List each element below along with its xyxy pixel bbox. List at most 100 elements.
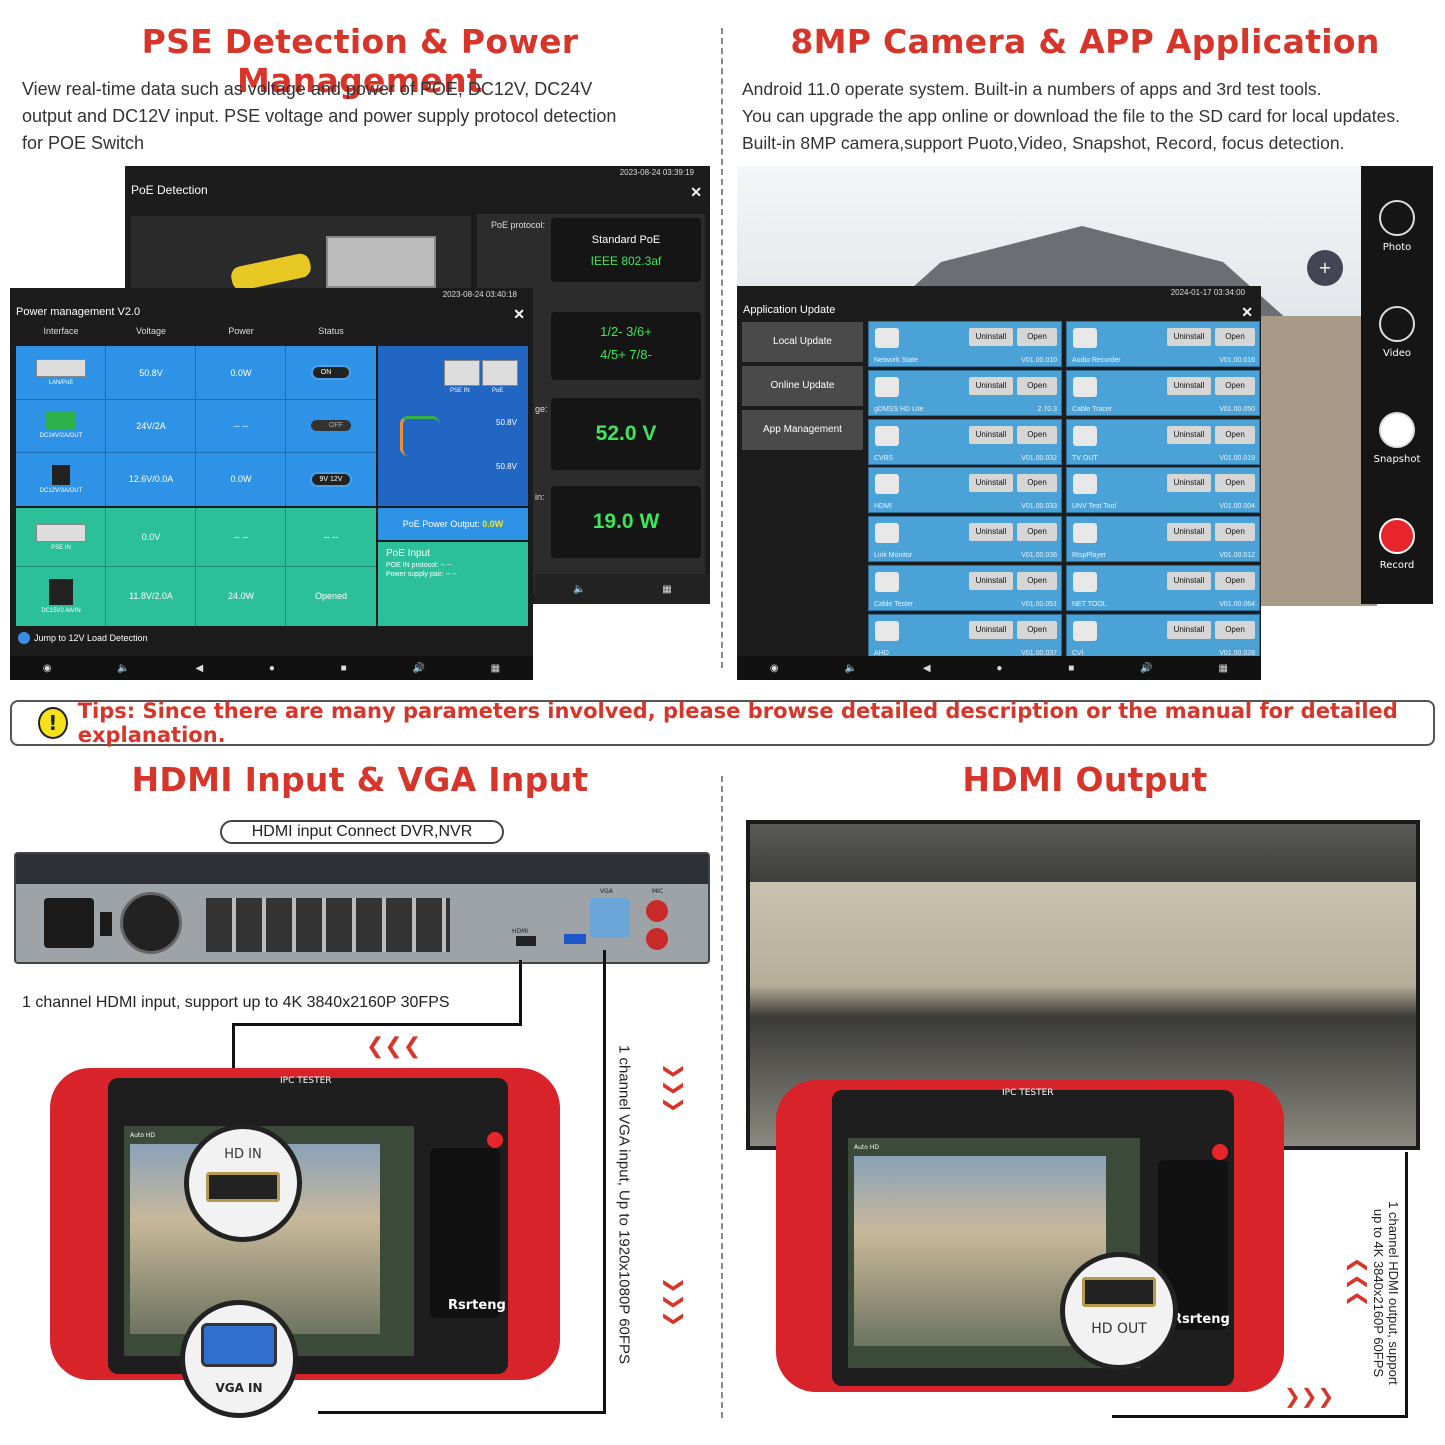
photo-control[interactable]: Photo (1367, 200, 1427, 253)
uninstall-button[interactable]: Uninstall (1167, 523, 1211, 542)
volume-down-icon[interactable]: 🔈 (117, 662, 130, 674)
power-management-screen: 2023-08-24 03:40:18 Power management V2.… (10, 288, 533, 680)
close-icon[interactable]: ✕ (513, 306, 525, 322)
back-icon[interactable]: ◀ (922, 662, 931, 674)
menu-app-management[interactable]: App Management (742, 410, 863, 450)
hdmi-output-note: 1 channel HDMI output, support up to 4K … (1371, 1201, 1401, 1385)
recents-icon[interactable]: ■ (340, 662, 347, 674)
application-update-title: Application Update✕ (743, 304, 1253, 320)
power-button-icon[interactable] (1212, 1144, 1228, 1160)
camera-icon[interactable]: ◉ (769, 662, 779, 674)
apps-icon[interactable]: ▦ (490, 662, 501, 674)
poe-detection-screen: 2023-08-24 03:39:19 PoE Detection✕ PoE p… (125, 166, 710, 604)
vga-input-note: 1 channel VGA input, Up to 1920x1080P 60… (615, 1044, 633, 1365)
uninstall-button[interactable]: Uninstall (1167, 474, 1211, 493)
pse-port-icon (36, 523, 86, 542)
open-button[interactable]: Open (1215, 376, 1255, 395)
uninstall-button[interactable]: Uninstall (969, 572, 1013, 590)
open-button[interactable]: Open (1017, 328, 1057, 346)
back-icon[interactable]: ◀ (195, 662, 204, 674)
warning-icon: ! (38, 707, 68, 739)
uninstall-button[interactable]: Uninstall (969, 376, 1013, 395)
recents-icon[interactable]: ■ (1068, 662, 1075, 674)
jump-12v-link[interactable]: Jump to 12V Load Detection (18, 632, 148, 644)
snapshot-control[interactable]: Snapshot (1367, 412, 1427, 465)
open-button[interactable]: Open (1017, 425, 1057, 444)
status-bar: 2023-08-24 03:39:19 (619, 168, 694, 177)
dc12-voltage-toggle[interactable]: 9V 12V (309, 471, 353, 487)
uninstall-button[interactable]: Uninstall (1167, 425, 1211, 444)
header-status: Status (318, 326, 344, 336)
open-button[interactable]: Open (1215, 425, 1255, 444)
app-version: V01.00.051 (1021, 601, 1057, 608)
lan-port-icon (36, 359, 86, 377)
power-button-icon[interactable] (487, 1132, 503, 1148)
volume-up-icon[interactable]: 🔊 (412, 662, 425, 674)
app-version: V01.00.064 (1219, 601, 1255, 608)
menu-local-update[interactable]: Local Update (742, 322, 863, 362)
app-name: Cable Tester (874, 601, 914, 608)
rj45-ports (206, 898, 450, 952)
poe-on-toggle[interactable]: ON (310, 365, 352, 380)
record-control[interactable]: Record (1367, 518, 1427, 571)
uninstall-button[interactable]: Uninstall (969, 425, 1013, 444)
pse-section-title: PSE Detection & Power Management (141, 22, 579, 100)
open-button[interactable]: Open (1215, 474, 1255, 493)
open-button[interactable]: Open (1017, 572, 1057, 590)
vga-cable (318, 950, 606, 1414)
close-icon[interactable]: ✕ (1241, 304, 1253, 320)
video-control[interactable]: Video (1367, 306, 1427, 359)
home-icon[interactable]: ● (268, 662, 275, 674)
open-button[interactable]: Open (1215, 328, 1255, 346)
poe-power-readout: 19.0 W (551, 486, 701, 558)
uninstall-button[interactable]: Uninstall (1167, 376, 1211, 395)
volume-up-icon[interactable]: 🔊 (1140, 662, 1153, 674)
tip-text: Tips: Since there are many parameters in… (77, 699, 1398, 747)
dc24-off-toggle[interactable]: OFF (311, 420, 351, 431)
close-icon[interactable]: ✕ (690, 184, 702, 200)
open-button[interactable]: Open (1215, 572, 1255, 590)
device-keypad (430, 1148, 500, 1318)
open-button[interactable]: Open (1017, 523, 1057, 542)
zoom-button[interactable]: + (1307, 250, 1343, 286)
table-row: DC15V2.4A/IN (16, 566, 106, 626)
apps-icon[interactable]: ▦ (1218, 662, 1228, 674)
volume-down-icon[interactable]: 🔈 (844, 662, 857, 674)
header-voltage: Voltage (135, 326, 167, 336)
table-row: PSE IN (16, 508, 106, 566)
app-name: AHD (874, 649, 889, 657)
app-name: HDMI (874, 503, 892, 511)
open-button[interactable]: Open (1017, 376, 1057, 395)
protocol-standard: Standard PoE (591, 234, 661, 246)
volume-icon[interactable]: 🔈 (573, 583, 586, 595)
open-button[interactable]: Open (1215, 620, 1255, 639)
app-icon (875, 523, 899, 544)
header-interface: Interface (43, 326, 79, 336)
snapshot-shutter-icon (1379, 412, 1415, 448)
uninstall-button[interactable]: Uninstall (1167, 328, 1211, 346)
open-button[interactable]: Open (1017, 474, 1057, 493)
uninstall-button[interactable]: Uninstall (969, 523, 1013, 542)
uninstall-button[interactable]: Uninstall (969, 328, 1013, 346)
open-button[interactable]: Open (1017, 620, 1057, 639)
apps-icon[interactable]: ▦ (662, 583, 672, 595)
brand-logo: Rsrteng (1172, 1312, 1230, 1327)
uninstall-button[interactable]: Uninstall (1167, 572, 1211, 590)
hdmi-input-pill: HDMI input Connect DVR,NVR (220, 820, 504, 844)
uninstall-button[interactable]: Uninstall (969, 474, 1013, 493)
vga-port-icon (201, 1323, 277, 1367)
arrow-icon: ❯❯❯ (663, 1062, 688, 1114)
poe-wiring-diagram: PSE IN PoE 50.8V 50.8V (378, 346, 528, 506)
camera-icon[interactable]: ◉ (42, 662, 52, 674)
app-version: V01.00.010 (1021, 357, 1057, 364)
table-row: DC12V/3A/OUT (16, 452, 106, 506)
app-version: V01.00.050 (1219, 405, 1255, 413)
app-version: 2.70.3 (1037, 405, 1057, 413)
uninstall-button[interactable]: Uninstall (1167, 620, 1211, 639)
uninstall-button[interactable]: Uninstall (969, 620, 1013, 639)
menu-online-update[interactable]: Online Update (742, 366, 863, 406)
home-icon[interactable]: ● (996, 662, 1003, 674)
open-button[interactable]: Open (1215, 523, 1255, 542)
